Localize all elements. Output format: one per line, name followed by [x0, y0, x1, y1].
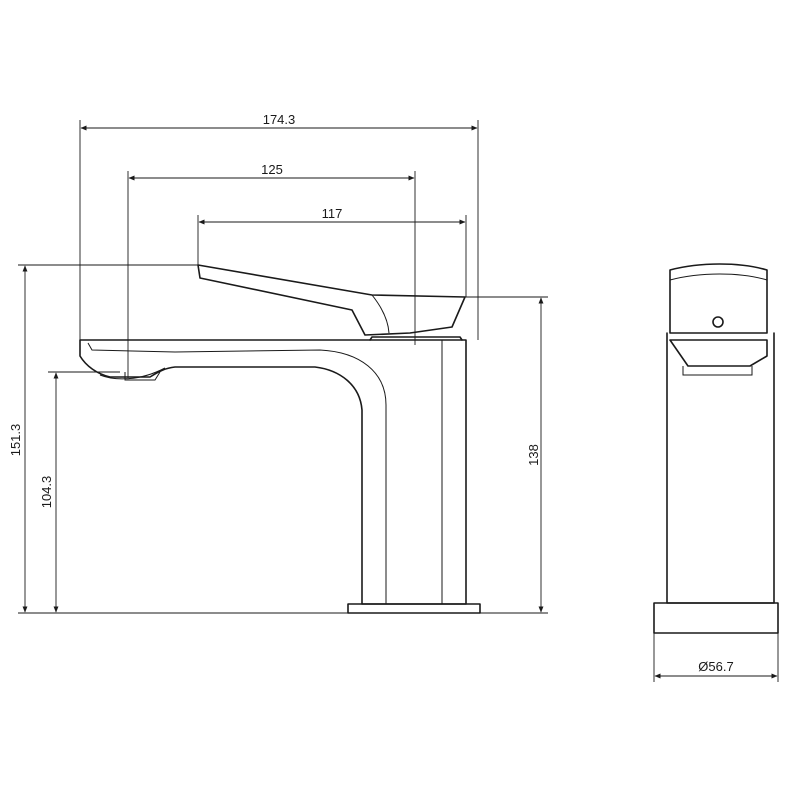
extension-lines-front: [653, 633, 779, 682]
faucet-body: [79, 339, 467, 605]
indicator-dot: [712, 316, 724, 328]
dimension-lever-top-height: 138: [526, 297, 544, 613]
dimension-spout-height: 104.3: [39, 372, 59, 613]
base-diameter-label: Ø56.7: [698, 659, 733, 674]
front-body: [666, 332, 775, 604]
overall-height-label: 151.3: [8, 424, 23, 457]
dimension-base-diameter: Ø56.7: [654, 659, 778, 679]
overall-length-label: 174.3: [263, 112, 296, 127]
dimension-overall-length: 174.3: [80, 112, 478, 131]
spout-height-label: 104.3: [39, 476, 54, 509]
dimension-overall-height: 151.3: [8, 265, 28, 613]
front-base-plate: [653, 602, 779, 634]
extension-lines: [18, 120, 548, 614]
outlet-to-axis-label: 125: [261, 162, 283, 177]
lever-top-height-label: 138: [526, 444, 541, 466]
cartridge-collar: [369, 336, 463, 341]
front-lever-handle: [669, 263, 768, 334]
lever-length-label: 117: [322, 206, 343, 221]
dimension-outlet-to-axis: 125: [128, 162, 415, 181]
lever-handle: [197, 264, 466, 336]
front-view: Ø56.7: [653, 263, 779, 682]
dimension-lever-length: 117: [198, 206, 466, 225]
base-plate: [347, 603, 481, 614]
side-view: 174.3 125 117 151.3 104.3 138: [8, 112, 548, 614]
